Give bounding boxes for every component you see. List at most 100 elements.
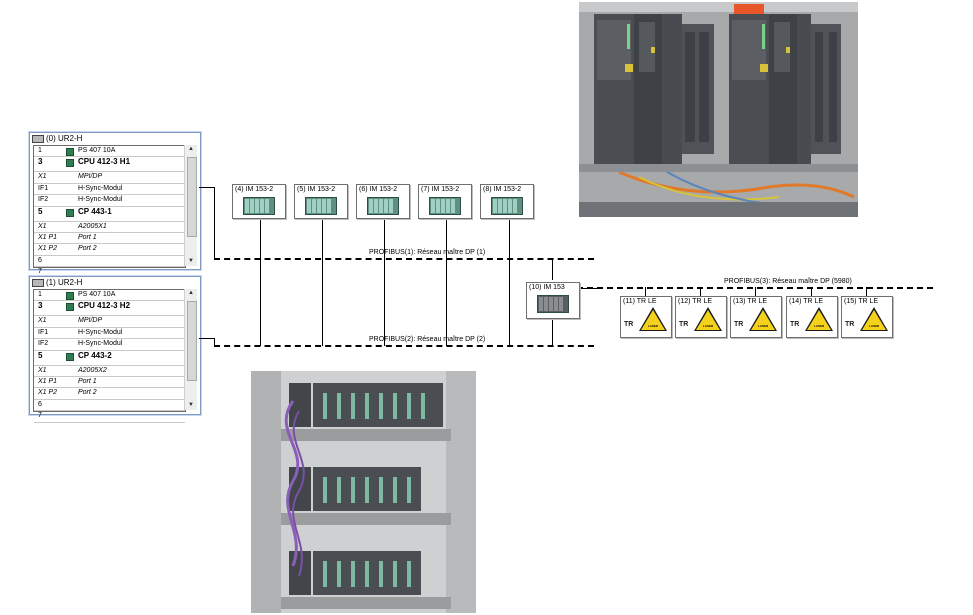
slot-number: IF2 [38,196,49,204]
slot-number: X1 P1 [38,377,58,385]
station-label: (6) IM 153-2 [359,186,398,193]
slot-number: X1 P2 [38,389,58,397]
tr-station-14[interactable]: (14) TR LE TR LASER [786,296,838,338]
laser-label: LASER [758,324,769,328]
profibus-1-line[interactable] [214,258,594,260]
module-name: CPU 412-3 H1 [78,157,131,167]
module-icon [66,292,74,300]
tr-station-12[interactable]: (12) TR LE TR LASER [675,296,727,338]
module-icon [66,159,74,168]
tr-logo: TR [679,321,689,328]
scroll-thumb[interactable] [187,157,197,237]
scroll-thumb[interactable] [187,301,197,381]
rack-slot-row[interactable]: X1 P1 Port 1 [34,377,185,389]
im-station-8[interactable]: (8) IM 153-2 [480,184,534,219]
station-label: (5) IM 153-2 [297,186,336,193]
station-label: (4) IM 153-2 [235,186,274,193]
module-name: Port 2 [78,245,97,253]
tr-logo: TR [734,321,744,328]
slot-number: 7 [38,412,42,420]
io-rack-icon [367,197,399,215]
scroll-down-icon[interactable]: ▼ [188,258,194,264]
slot-number: X1 [38,317,47,325]
coupler-icon [537,295,569,313]
rack0-dp-drop [214,187,215,259]
station-label: (10) IM 153 [529,284,565,291]
scroll-down-icon[interactable]: ▼ [188,402,194,408]
module-name: H-Sync-Modul [78,184,123,192]
im-station-6[interactable]: (6) IM 153-2 [356,184,410,219]
module-name: Port 1 [78,377,97,385]
io-rack-icon [243,197,275,215]
slot-number: X1 P1 [38,233,58,241]
slot-number: 5 [38,350,43,360]
cabinet-illustration [579,2,858,217]
laser-label: LASER [869,324,880,328]
station-5-drop [322,218,323,346]
tr-logo: TR [624,321,634,328]
rack0-dp-link [199,187,215,188]
module-name: PS 407 10A [78,147,116,154]
rack-slot-row[interactable]: 7 [34,411,185,423]
profibus-2-line[interactable] [214,345,594,347]
im-station-5[interactable]: (5) IM 153-2 [294,184,348,219]
station-label: (12) TR LE [678,298,713,305]
rack-slot-row[interactable]: 6 [34,256,185,268]
scroll-up-icon[interactable]: ▲ [188,146,194,152]
profibus-2-label: PROFIBUS(2): Réseau maître DP (2) [369,336,486,343]
module-icon [66,208,74,217]
rack-slot-row[interactable]: 3 CPU 412-3 H1 [34,157,185,173]
rack-icon [32,134,44,143]
io-rack-icon [429,197,461,215]
rack-scrollbar[interactable]: ▲ ▼ [184,145,197,266]
tr-station-11[interactable]: (11) TR LE TR LASER [620,296,672,338]
station-label: (15) TR LE [844,298,879,305]
slot-number: 3 [38,301,43,311]
im-station-4[interactable]: (4) IM 153-2 [232,184,286,219]
tr-station-13[interactable]: (13) TR LE TR LASER [730,296,782,338]
scroll-up-icon[interactable]: ▲ [188,290,194,296]
coupler-top-drop [552,258,553,280]
slot-number: IF2 [38,340,49,348]
tr-11-drop [645,287,646,296]
im-station-7[interactable]: (7) IM 153-2 [418,184,472,219]
rack-slot-row[interactable]: IF2 H-Sync-Modul [34,195,185,207]
slot-number: IF1 [38,328,49,336]
coupler-station-10[interactable]: (10) IM 153 [526,282,580,319]
module-icon [66,352,74,361]
tr-14-drop [811,287,812,296]
module-name: H-Sync-Modul [78,196,123,204]
io-rack-icon [305,197,337,215]
slot-number: 1 [38,291,42,298]
slot-number: 6 [38,400,42,408]
tr-station-15[interactable]: (15) TR LE TR LASER [841,296,893,338]
module-icon [66,148,74,156]
rack-title: (1) UR2-H [46,278,83,287]
rack-scrollbar[interactable]: ▲ ▼ [184,289,197,410]
cabinet-photo [579,2,858,217]
station-label: (8) IM 153-2 [483,186,522,193]
coupler-bus3-link [578,288,598,289]
slot-number: 3 [38,157,43,167]
rack-slot-row[interactable]: 6 [34,400,185,412]
station-7-drop [446,218,447,346]
